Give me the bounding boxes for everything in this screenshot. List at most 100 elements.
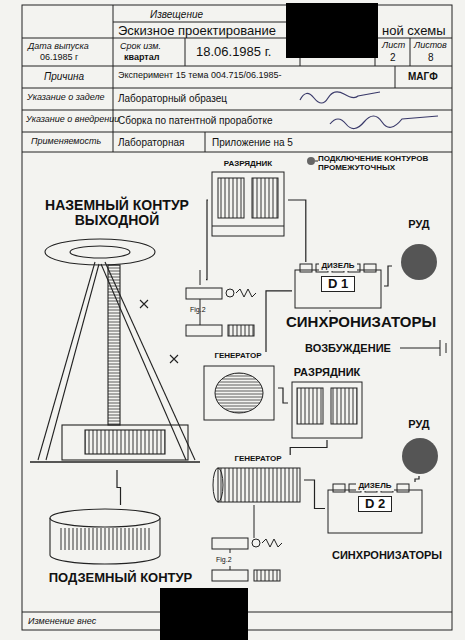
- line-art: [22, 132, 452, 133]
- line-art: [204, 366, 274, 420]
- label-text: Указание о внедрении: [26, 115, 119, 125]
- component-node: ГЕНЕРАТОР: [212, 455, 304, 505]
- shaft-connector: [304, 480, 325, 509]
- line-art: [212, 226, 284, 227]
- line-art: [328, 490, 422, 533]
- line-art: [236, 289, 256, 297]
- line-art: [212, 172, 284, 236]
- line-art: [297, 388, 323, 424]
- line-art: [22, 66, 452, 67]
- line-art: [22, 110, 452, 111]
- component-node: РУД: [392, 218, 446, 282]
- component-node: НАЗЕМНЫЙ КОНТУР ВЫХОДНОЙ: [28, 198, 206, 470]
- line-art: [108, 265, 120, 425]
- line-art: [185, 38, 186, 66]
- line-art: [213, 468, 223, 502]
- line-art: [230, 566, 231, 570]
- node-label: ДИЗЕЛЬ: [356, 482, 393, 491]
- label-text: СИНХРОНИЗАТОРЫ: [286, 314, 436, 331]
- line-art: [252, 539, 260, 547]
- label-text: Сборка по патентной проработке: [118, 115, 272, 126]
- label-text: ной схемы: [382, 24, 446, 38]
- label-text: Fig.2: [216, 556, 232, 564]
- line-art: [292, 382, 362, 438]
- line-art: [401, 244, 437, 280]
- line-art: [62, 425, 188, 460]
- line-art: [140, 300, 148, 308]
- shaft-connector: [384, 266, 392, 286]
- line-art: [315, 161, 318, 162]
- node-label: ПОДЗЕМНЫЙ КОНТУР: [47, 571, 195, 585]
- component-node: РУД: [392, 418, 446, 476]
- line-art: [230, 549, 231, 553]
- label-text: 18.06.1985 г.: [196, 45, 271, 59]
- label-text: ПОДКЛЮЧЕНИЕ КОНТУРОВ ПРОМЕЖУТОЧНЫХ: [318, 155, 446, 173]
- node-label: ГЕНЕРАТОР: [232, 455, 283, 464]
- line-art: [446, 343, 447, 353]
- line-art: [262, 539, 282, 547]
- synchronizer-switches: [186, 270, 282, 581]
- node-label: D 2: [358, 496, 392, 512]
- line-art: [170, 355, 178, 363]
- line-art: [295, 270, 381, 308]
- dischargers: [212, 172, 362, 438]
- label-text: Указание о заделе: [27, 93, 105, 103]
- component-node: ПОДЗЕМНЫЙ КОНТУР: [38, 505, 203, 585]
- component-node: ДИЗЕЛЬ D 2: [325, 482, 425, 535]
- line-art: [113, 22, 286, 23]
- shaft-connector: [415, 476, 419, 482]
- line-art: [50, 509, 160, 527]
- line-art: [333, 484, 345, 492]
- line-art: [254, 505, 255, 538]
- line-art: [215, 373, 263, 413]
- label-text: Извещение: [150, 9, 203, 20]
- line-art: [212, 538, 248, 549]
- line-art: [400, 348, 440, 349]
- generators: [204, 366, 300, 502]
- label-text: 2: [390, 52, 396, 63]
- node-label: НАЗЕМНЫЙ КОНТУР ВЫХОДНОЙ: [28, 198, 206, 229]
- label-text: Изменение внес: [28, 617, 96, 627]
- line-art: [22, 152, 452, 153]
- line-art: [159, 518, 160, 555]
- node-label: ДИЗЕЛЬ: [319, 262, 356, 271]
- label-text: Дата выпуска: [28, 42, 89, 52]
- label-text: СИНХРОНИЗАТОРЫ: [332, 549, 442, 561]
- label-text: Лист: [382, 41, 405, 51]
- line-art: [286, 3, 378, 58]
- line-art: [50, 555, 160, 564]
- line-art: [70, 246, 130, 258]
- line-art: [331, 388, 357, 424]
- node-label: РУД: [406, 418, 431, 430]
- line-art: [186, 288, 222, 299]
- label-text: Приложение на 5: [212, 137, 293, 148]
- shaft-connector: [278, 388, 288, 403]
- label-text: Лабораторный образец: [118, 93, 227, 104]
- line-art: [364, 264, 376, 272]
- line-art: [212, 570, 248, 581]
- line-art: [218, 178, 244, 218]
- label-text: Срок изм.: [120, 42, 161, 52]
- line-art: [402, 438, 438, 474]
- shaft-connector: [288, 200, 306, 262]
- line-art: [49, 518, 50, 555]
- tower-illustration: [30, 239, 200, 462]
- shaft-connector: [206, 200, 208, 280]
- line-art: [252, 178, 278, 218]
- line-art: [410, 38, 411, 66]
- component-node: ГЕНЕРАТОР: [198, 352, 278, 424]
- line-art: [226, 289, 234, 297]
- label-text: Эскизное проектирование: [118, 24, 276, 38]
- shaft-connector: [117, 470, 121, 505]
- component-node: РАЗРЯДНИК: [288, 366, 366, 440]
- label-text: Fig.2: [190, 306, 206, 314]
- line-art: [186, 325, 222, 336]
- line-art: [200, 270, 201, 285]
- label-text: Причина: [44, 71, 84, 82]
- label-text: Листов: [414, 41, 447, 51]
- line-art: [440, 340, 441, 356]
- line-art: [395, 66, 396, 88]
- line-art: [218, 468, 300, 502]
- underground-illustration: [50, 509, 160, 564]
